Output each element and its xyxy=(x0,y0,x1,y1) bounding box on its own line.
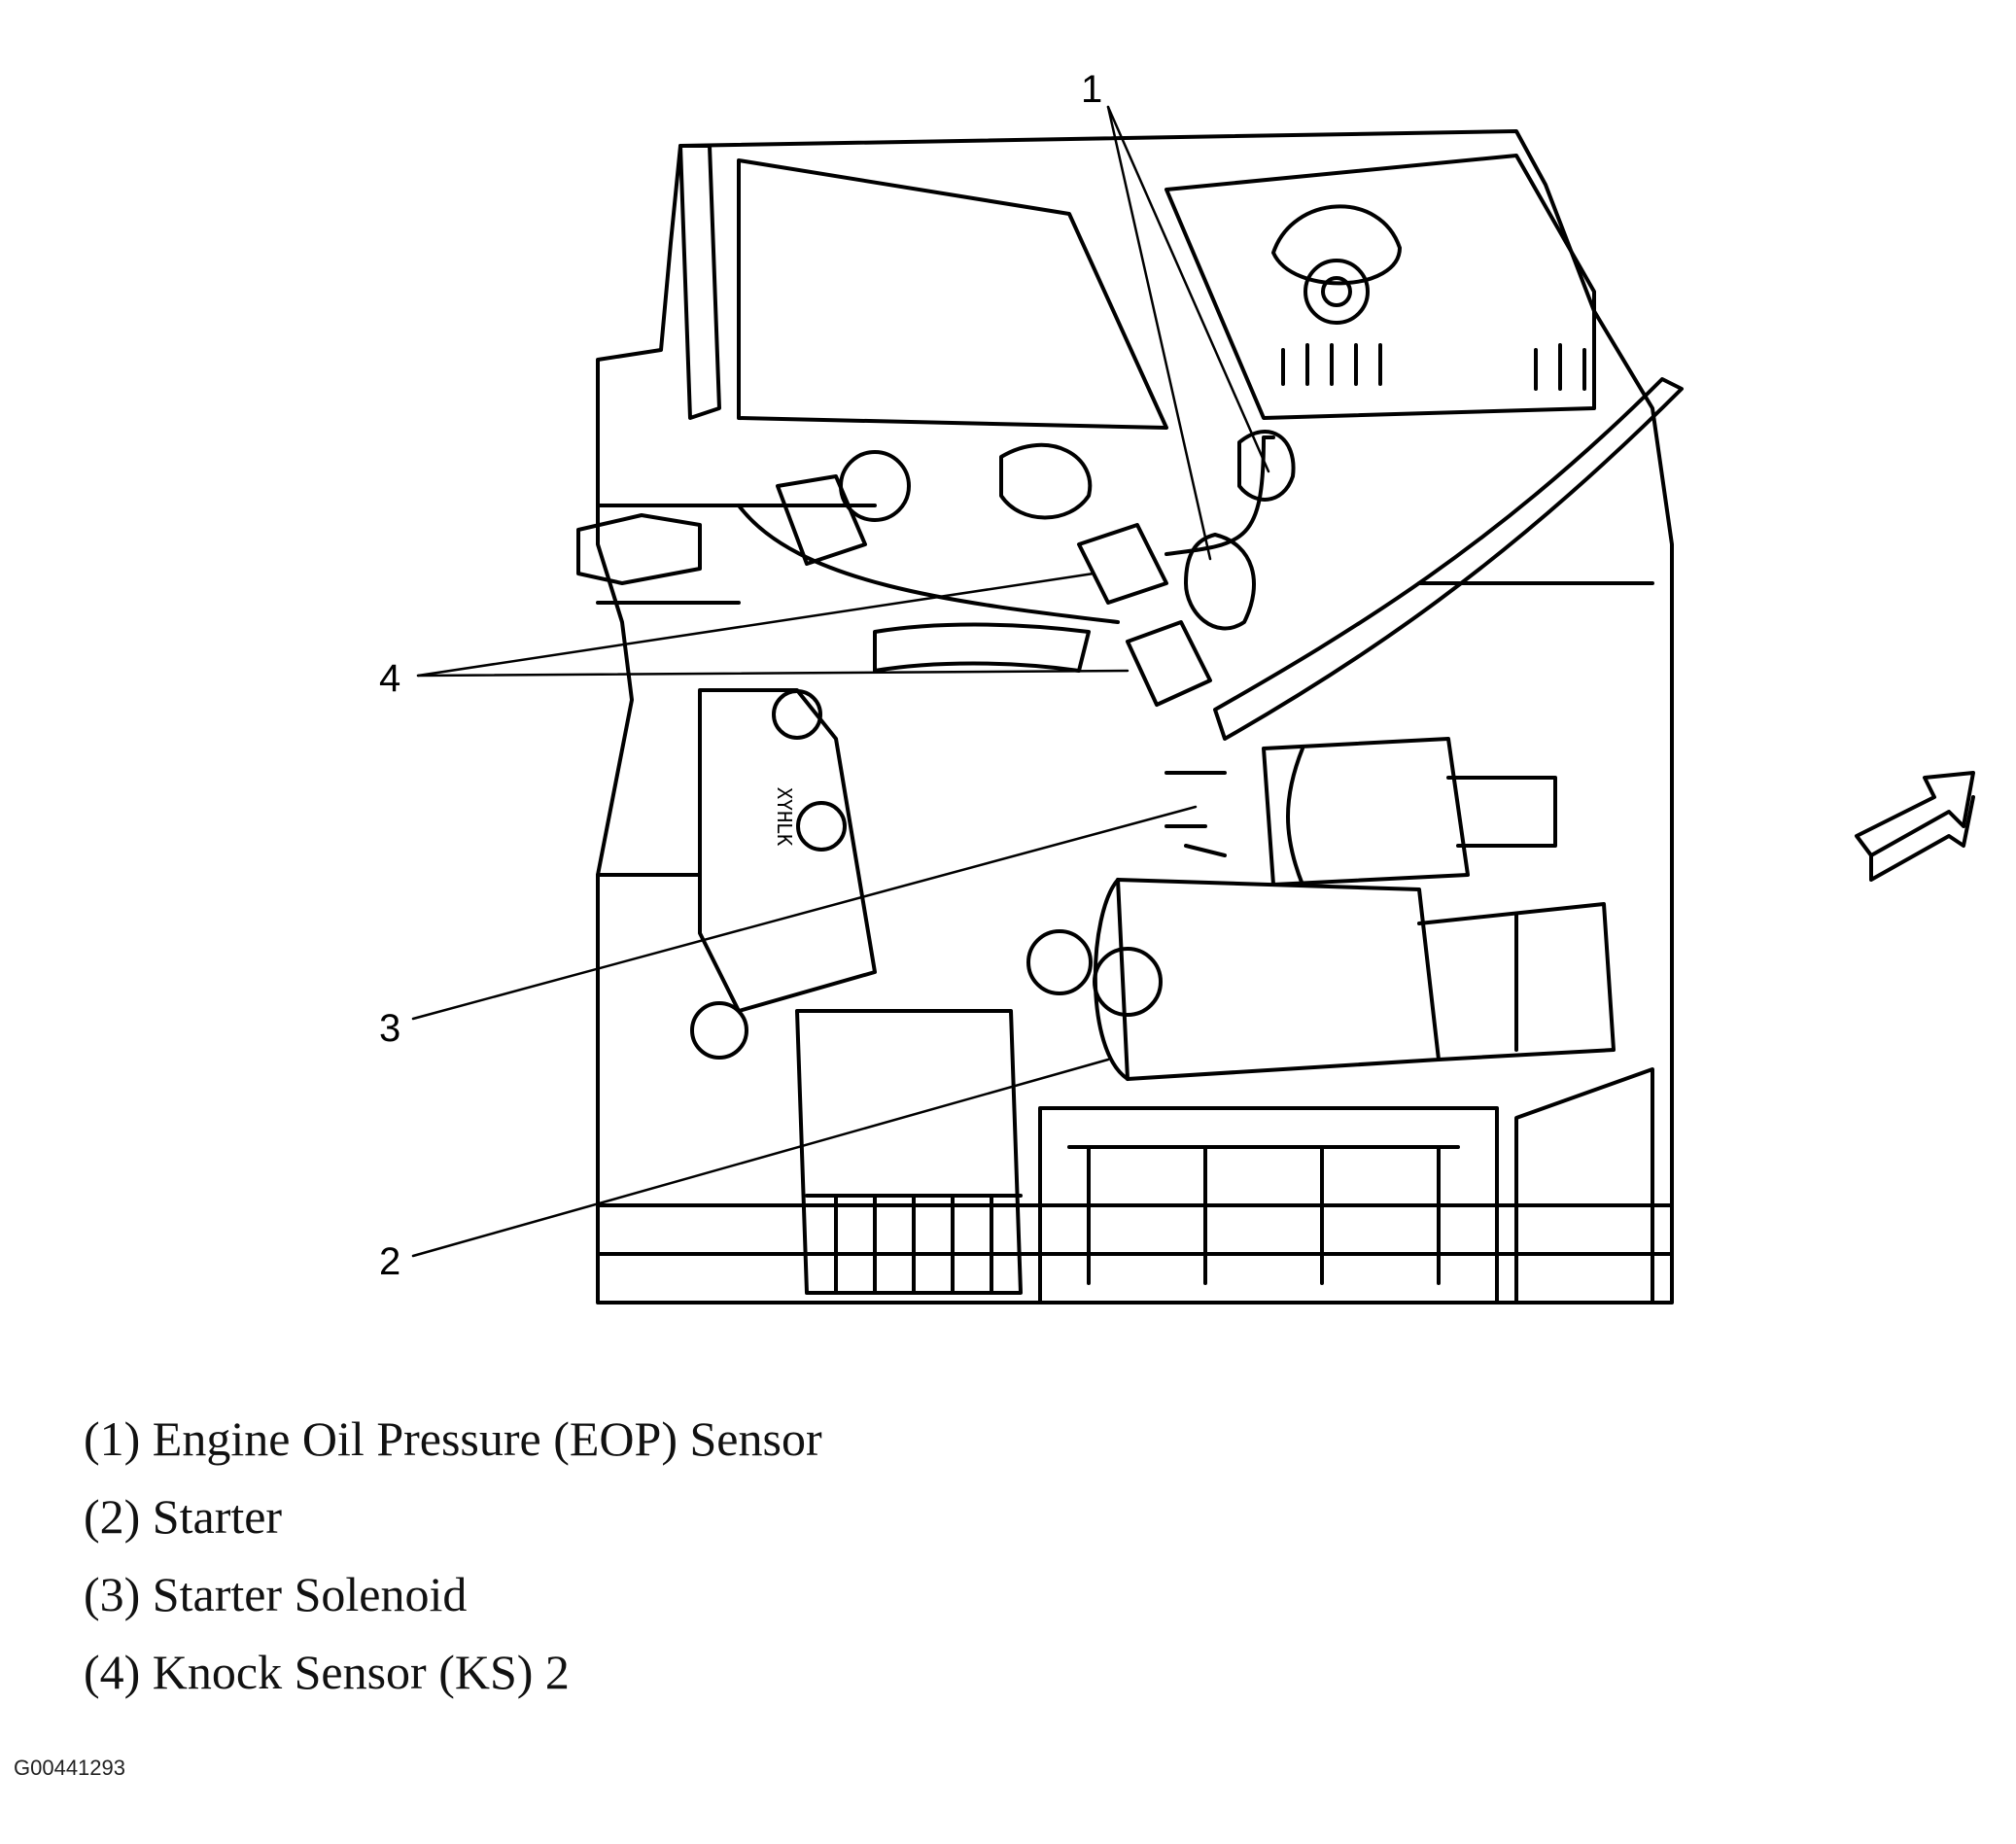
engine-illustration: XYHLK xyxy=(411,105,1975,1305)
starter-solenoid xyxy=(1164,737,1557,887)
legend-item-3: (3) Starter Solenoid xyxy=(84,1567,468,1621)
figure-id: G00441293 xyxy=(14,1756,125,1780)
leader-1a xyxy=(1106,105,1212,561)
oil-filter xyxy=(795,1009,1023,1295)
leader-2 xyxy=(411,1058,1110,1258)
legend-item-2: (2) Starter xyxy=(84,1489,283,1544)
legend: (1) Engine Oil Pressure (EOP) Sensor (2)… xyxy=(84,1400,822,1711)
engine-mount xyxy=(690,688,1093,1060)
starter xyxy=(1093,878,1616,1081)
leader-1b xyxy=(1106,105,1270,473)
eop-sensor xyxy=(1184,430,1296,631)
knock-sensor-connector xyxy=(1077,523,1212,707)
callout-4: 4 xyxy=(379,657,401,700)
block-stamp-text: XYHLK xyxy=(773,787,796,846)
legend-item-1: (1) Engine Oil Pressure (EOP) Sensor xyxy=(84,1411,822,1466)
leader-4b xyxy=(416,669,1130,678)
legend-item-4: (4) Knock Sensor (KS) 2 xyxy=(84,1645,570,1699)
leader-3 xyxy=(411,805,1198,1021)
orientation-arrow-icon xyxy=(1855,771,1975,882)
callout-2: 2 xyxy=(379,1240,401,1283)
callout-1: 1 xyxy=(1081,68,1103,111)
callout-3: 3 xyxy=(379,1007,401,1050)
fuel-injectors xyxy=(576,442,1093,585)
leader-4a xyxy=(416,572,1095,678)
engine-block xyxy=(596,129,1674,1305)
leader-lines xyxy=(411,105,1270,1258)
